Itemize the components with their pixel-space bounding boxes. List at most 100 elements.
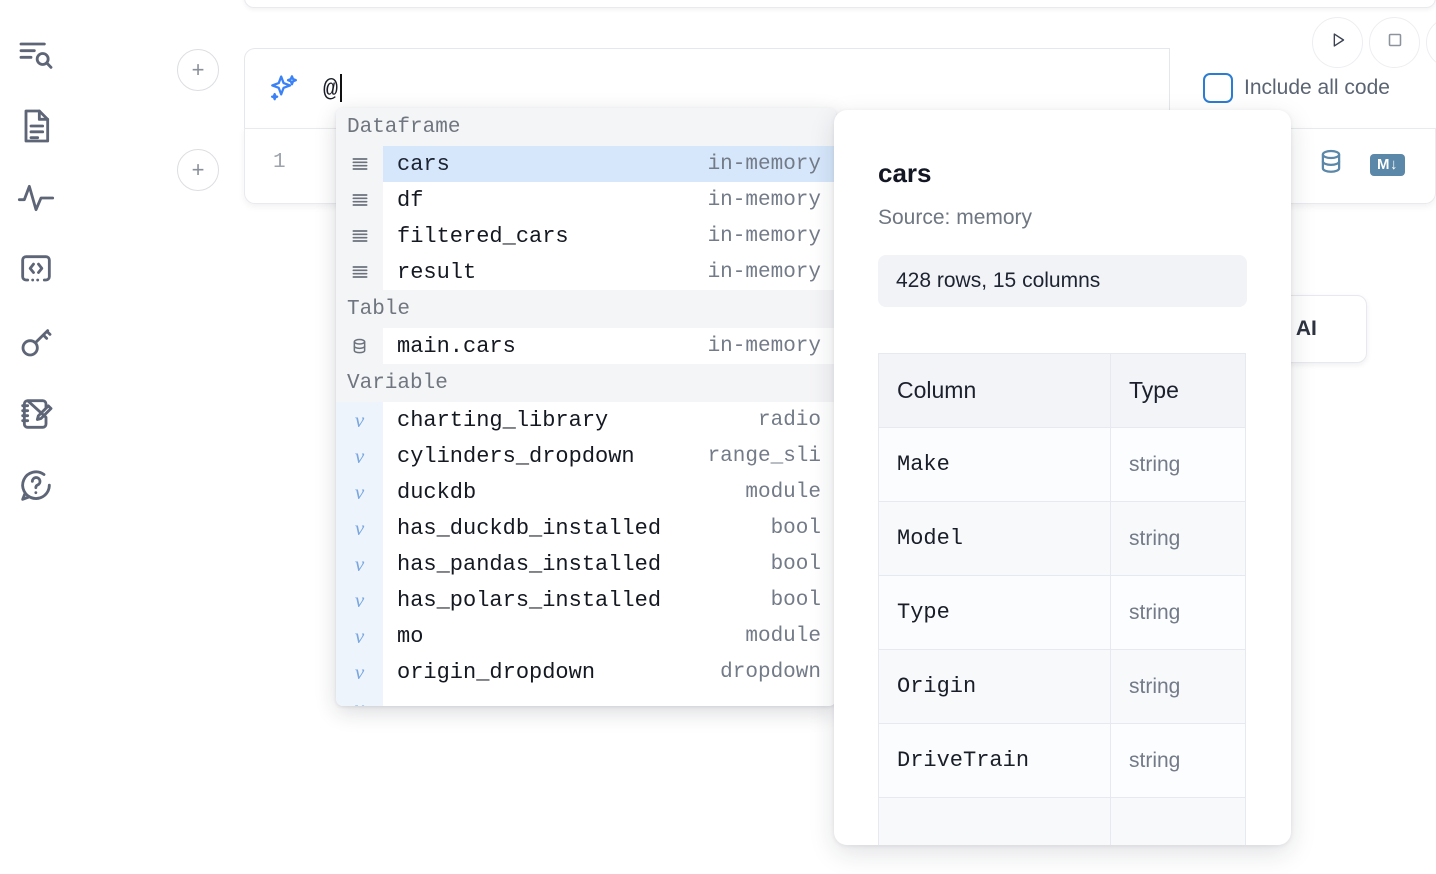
autocomplete-item-type: module <box>745 480 821 504</box>
dataframe-rows-icon <box>336 254 383 290</box>
autocomplete-item-type: in-memory <box>707 188 821 212</box>
add-cell-button-top[interactable]: + <box>177 49 219 91</box>
autocomplete-item-name: origin_dropdown <box>397 659 596 685</box>
cell-column-type: string <box>1110 649 1246 724</box>
autocomplete-item-type: bool <box>770 516 821 540</box>
autocomplete-item-type: in-memory <box>707 224 821 248</box>
cell-column-name: Make <box>878 427 1111 502</box>
sidebar-item-secrets[interactable] <box>9 306 63 378</box>
cell-column-name: DriveTrain <box>878 723 1111 798</box>
autocomplete-item-type: bool <box>770 588 821 612</box>
autocomplete-item-name: cylinders_dropdown <box>397 443 635 469</box>
autocomplete-item-type: in-memory <box>707 334 821 358</box>
more-button-clipped[interactable] <box>1426 17 1436 68</box>
file-text-icon <box>16 106 56 146</box>
table-header-row: Column Type <box>878 353 1246 428</box>
add-cell-button-bottom[interactable]: + <box>177 149 219 191</box>
autocomplete-item-name: mo <box>397 623 424 649</box>
autocomplete-item-charting-library[interactable]: v charting_library radio <box>336 402 836 438</box>
autocomplete-group-header: Table <box>336 290 836 328</box>
plus-icon: + <box>191 157 205 182</box>
variable-icon: v <box>336 618 383 654</box>
database-icon <box>336 328 383 364</box>
cell-column-type: string <box>1110 575 1246 650</box>
autocomplete-item-filtered-cars[interactable]: filtered_cars in-memory <box>336 218 836 254</box>
sidebar-item-help[interactable] <box>9 450 63 522</box>
key-icon <box>16 322 56 362</box>
dataframe-rows-icon <box>336 218 383 254</box>
autocomplete-group-header: Dataframe <box>336 108 836 146</box>
database-icon[interactable] <box>1316 147 1346 182</box>
plus-icon: + <box>191 57 205 82</box>
cell-column-type: string <box>1110 501 1246 576</box>
outline-search-icon <box>16 34 56 74</box>
line-number: 1 <box>273 151 286 174</box>
cell-above-clipped <box>244 0 1436 8</box>
column-header-column: Column <box>878 353 1111 428</box>
autocomplete-item-df[interactable]: df in-memory <box>336 182 836 218</box>
autocomplete-item-type: in-memory <box>707 260 821 284</box>
autocomplete-item-name: filtered_cars <box>397 223 569 249</box>
autocomplete-item-name: has_duckdb_installed <box>397 515 662 541</box>
variable-icon: v <box>336 474 383 510</box>
sidebar-rail <box>0 0 72 874</box>
autocomplete-item-type: dropdown <box>720 660 821 684</box>
cell-column-name: Model <box>878 501 1111 576</box>
cell-column-name: Origin <box>878 649 1111 724</box>
autocomplete-group-header: Variable <box>336 364 836 402</box>
autocomplete-item-name: duckdb <box>397 479 477 505</box>
dataframe-preview-panel: cars Source: memory 428 rows, 15 columns… <box>834 110 1291 845</box>
autocomplete-item-duckdb[interactable]: v duckdb module <box>336 474 836 510</box>
stop-square-icon <box>1384 29 1406 56</box>
cell-column-name: Type <box>878 575 1111 650</box>
autocomplete-item-type: in-memory <box>707 152 821 176</box>
sidebar-item-snippets[interactable] <box>9 234 63 306</box>
table-row: Make string <box>878 427 1246 502</box>
cell-column-type: string <box>1110 723 1246 798</box>
sparkles-icon <box>267 72 301 106</box>
autocomplete-item-name: charting_library <box>397 407 609 433</box>
autocomplete-item-name: has_polars_installed <box>397 587 662 613</box>
autocomplete-item-result[interactable]: result in-memory <box>336 254 836 290</box>
text-caret <box>339 73 342 102</box>
sidebar-item-activity[interactable] <box>9 162 63 234</box>
autocomplete-item-cars[interactable]: cars in-memory <box>336 146 836 182</box>
run-button[interactable] <box>1312 17 1363 68</box>
autocomplete-item-name: result <box>397 259 477 285</box>
autocomplete-item-has-polars-installed[interactable]: v has_polars_installed bool <box>336 582 836 618</box>
dataframe-rows-icon <box>336 146 383 182</box>
autocomplete-item-name: cars <box>383 151 708 177</box>
table-row: Type string <box>878 575 1246 650</box>
autocomplete-dropdown[interactable]: Dataframe cars in-memory df in-memory <box>336 108 836 706</box>
sidebar-item-scratchpad[interactable] <box>9 378 63 450</box>
table-row: Model string <box>878 501 1246 576</box>
autocomplete-item-cylinders-dropdown[interactable]: v cylinders_dropdown range_sli <box>336 438 836 474</box>
autocomplete-item-has-pandas-installed[interactable]: v has_pandas_installed bool <box>336 546 836 582</box>
variable-icon: v <box>336 690 383 706</box>
variable-icon: v <box>336 546 383 582</box>
include-all-code-row[interactable]: Include all code <box>1203 73 1390 103</box>
stop-button[interactable] <box>1369 17 1420 68</box>
autocomplete-item-type: module <box>745 624 821 648</box>
autocomplete-item-clipped[interactable]: v <box>336 690 836 706</box>
autocomplete-item-type: range_sli <box>707 444 821 468</box>
markdown-badge[interactable]: M↓ <box>1370 153 1405 176</box>
include-all-code-label: Include all code <box>1244 76 1390 99</box>
autocomplete-item-name: df <box>397 187 424 213</box>
sidebar-item-file[interactable] <box>9 90 63 162</box>
help-chat-icon <box>16 466 56 506</box>
run-controls <box>1312 17 1436 68</box>
preview-title: cars <box>878 158 932 188</box>
autocomplete-item-has-duckdb-installed[interactable]: v has_duckdb_installed bool <box>336 510 836 546</box>
autocomplete-item-type: bool <box>770 552 821 576</box>
ai-prompt-input[interactable]: @ <box>323 73 342 104</box>
include-all-code-checkbox[interactable] <box>1203 73 1233 103</box>
preview-schema-table: Column Type Make string Model string Typ… <box>878 353 1246 845</box>
autocomplete-item-main-cars[interactable]: main.cars in-memory <box>336 328 836 364</box>
table-row: DriveTrain string <box>878 723 1246 798</box>
dataframe-rows-icon <box>336 182 383 218</box>
autocomplete-item-origin-dropdown[interactable]: v origin_dropdown dropdown <box>336 654 836 690</box>
sidebar-item-outline[interactable] <box>9 18 63 90</box>
autocomplete-item-mo[interactable]: v mo module <box>336 618 836 654</box>
variable-icon: v <box>336 438 383 474</box>
